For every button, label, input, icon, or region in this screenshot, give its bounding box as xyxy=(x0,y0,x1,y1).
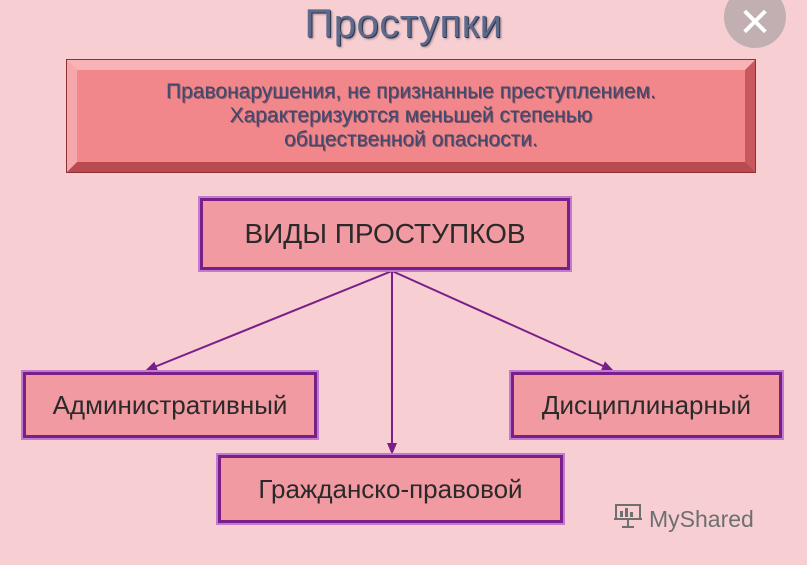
definition-line: общественной опасности. xyxy=(284,128,538,151)
watermark: MyShared xyxy=(613,503,754,535)
arrow-to-disciplinary xyxy=(391,270,614,371)
page-title: Проступки xyxy=(304,2,503,46)
arrow-to-administrative xyxy=(145,270,393,371)
definition-text: Правонарушения, не признанные преступлен… xyxy=(166,80,656,152)
node-types-of-misdemeanors: ВИДЫ ПРОСТУПКОВ xyxy=(200,198,570,270)
close-icon: ✕ xyxy=(738,1,772,45)
definition-line: Характеризуются меньшей степенью xyxy=(229,104,593,127)
node-disciplinary: Дисциплинарный xyxy=(511,372,782,438)
definition-box: Правонарушения, не признанные преступлен… xyxy=(67,60,755,172)
watermark-text: MyShared xyxy=(649,505,754,532)
definition-line: Правонарушения, не признанные преступлен… xyxy=(166,80,656,103)
myshared-logo-icon xyxy=(613,503,643,535)
node-administrative: Административный xyxy=(23,372,317,438)
close-button[interactable]: ✕ xyxy=(724,0,786,48)
node-civil-law: Гражданско-правовой xyxy=(218,455,563,523)
